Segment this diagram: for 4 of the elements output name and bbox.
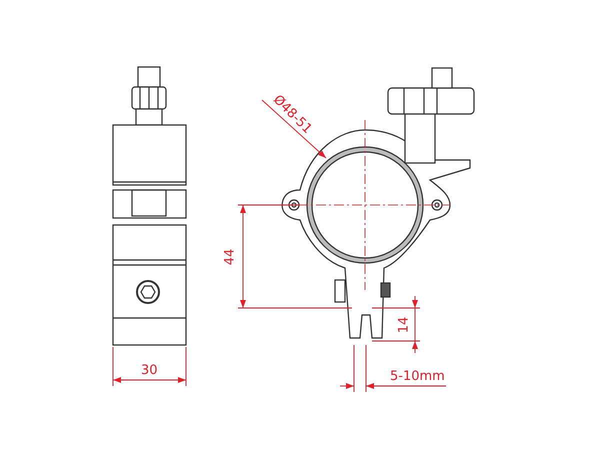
dimension-value: 5-10mm <box>390 370 445 384</box>
dimension-value: 44 <box>223 248 238 266</box>
dimension-value: 30 <box>141 364 158 378</box>
dimension-value: 14 <box>397 316 412 334</box>
